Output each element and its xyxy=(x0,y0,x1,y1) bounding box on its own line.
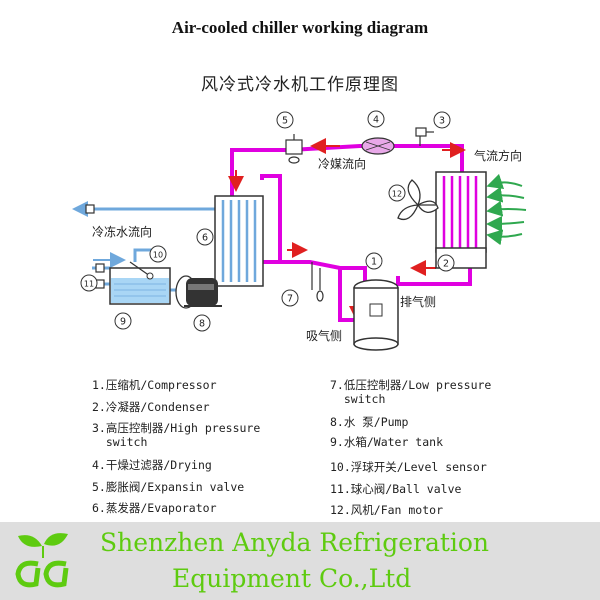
callout-circle-9 xyxy=(114,312,132,330)
legend-item: 7.低压控制器/Low pressure xyxy=(330,378,492,392)
company-name-line1: Shenzhen Anyda Refrigeration xyxy=(100,528,490,557)
callout-label-2: 2 xyxy=(443,259,449,270)
callout-label-11: 11 xyxy=(84,280,94,289)
callout-circle-1 xyxy=(365,252,383,270)
legend-item: 5.膨胀阀/Expansin valve xyxy=(92,480,245,494)
legend-item: 10.浮球开关/Level sensor xyxy=(330,460,487,474)
water-pump xyxy=(175,275,222,309)
company-name-line2: Equipment Co.,Ltd xyxy=(172,564,412,593)
company-logo-icon xyxy=(15,533,69,588)
callout-label-9: 9 xyxy=(120,317,126,328)
expansion-valve xyxy=(285,134,303,164)
callout-label-1: 1 xyxy=(371,257,377,268)
legend-item: 8.水 泵/Pump xyxy=(330,415,409,429)
refrigerant-piping xyxy=(230,144,472,322)
drying-filter xyxy=(361,137,395,155)
callout-label-4: 4 xyxy=(373,115,379,126)
callout-label-8: 8 xyxy=(199,319,205,330)
callout-circle-8 xyxy=(193,314,211,332)
chilled-water-flow-label: 冷冻水流向 xyxy=(92,224,152,239)
chiller-schematic: 1 2 3 4 5 6 7 8 9 10 11 12 冷媒流向 气流方向 冷冻水… xyxy=(72,110,527,351)
callout-circle-12 xyxy=(388,184,406,202)
callout-circle-5 xyxy=(276,111,294,129)
suction-side-label: 吸气侧 xyxy=(306,328,342,343)
discharge-side-label: 排气侧 xyxy=(400,294,436,309)
legend-item: 9.水箱/Water tank xyxy=(330,435,444,449)
callout-label-6: 6 xyxy=(202,233,208,244)
callout-circle-2 xyxy=(437,254,455,272)
callout-circle-11 xyxy=(80,274,98,292)
callout-label-7: 7 xyxy=(287,294,293,305)
callout-circle-7 xyxy=(281,289,299,307)
company-footer: Shenzhen Anyda Refrigeration Equipment C… xyxy=(0,522,600,600)
low-pressure-switch xyxy=(311,262,324,302)
callout-circle-10 xyxy=(149,245,167,263)
callout-label-10: 10 xyxy=(153,251,163,260)
callout-label-5: 5 xyxy=(282,116,288,127)
legend-item: 11.球心阀/Ball valve xyxy=(330,482,462,496)
callout-circle-3 xyxy=(433,111,451,129)
callout-circle-6 xyxy=(196,228,214,246)
legend-item: 2.冷凝器/Condenser xyxy=(92,400,210,414)
legend-item: switch xyxy=(92,435,148,449)
compressor xyxy=(353,279,399,351)
diagram-title-chinese: 风冷式冷水机工作原理图 xyxy=(201,75,399,95)
air-flow-arrows xyxy=(486,173,527,246)
legend-item: 6.蒸发器/Evaporator xyxy=(92,501,217,515)
air-flow-label: 气流方向 xyxy=(474,148,522,163)
callout-circle-4 xyxy=(367,110,385,128)
legend-item: 12.风机/Fan motor xyxy=(330,503,444,517)
callout-label-12: 12 xyxy=(392,190,402,199)
legend-item: 3.高压控制器/High pressure xyxy=(92,421,261,435)
legend-item: switch xyxy=(330,392,386,406)
fan-motor xyxy=(397,179,439,221)
evaporator xyxy=(214,195,264,287)
condenser xyxy=(435,171,487,269)
chilled-water-outlet-valve xyxy=(85,204,95,214)
water-tank xyxy=(109,261,171,305)
ball-valve xyxy=(95,263,105,289)
diagram-title-english: Air-cooled chiller working diagram xyxy=(171,18,429,37)
refrigerant-flow-label: 冷媒流向 xyxy=(318,156,366,171)
high-pressure-switch xyxy=(415,127,434,146)
legend-item: 1.压缩机/Compressor xyxy=(92,378,217,392)
legend-item: 4.干燥过滤器/Drying xyxy=(92,458,212,472)
callout-label-3: 3 xyxy=(439,116,445,127)
